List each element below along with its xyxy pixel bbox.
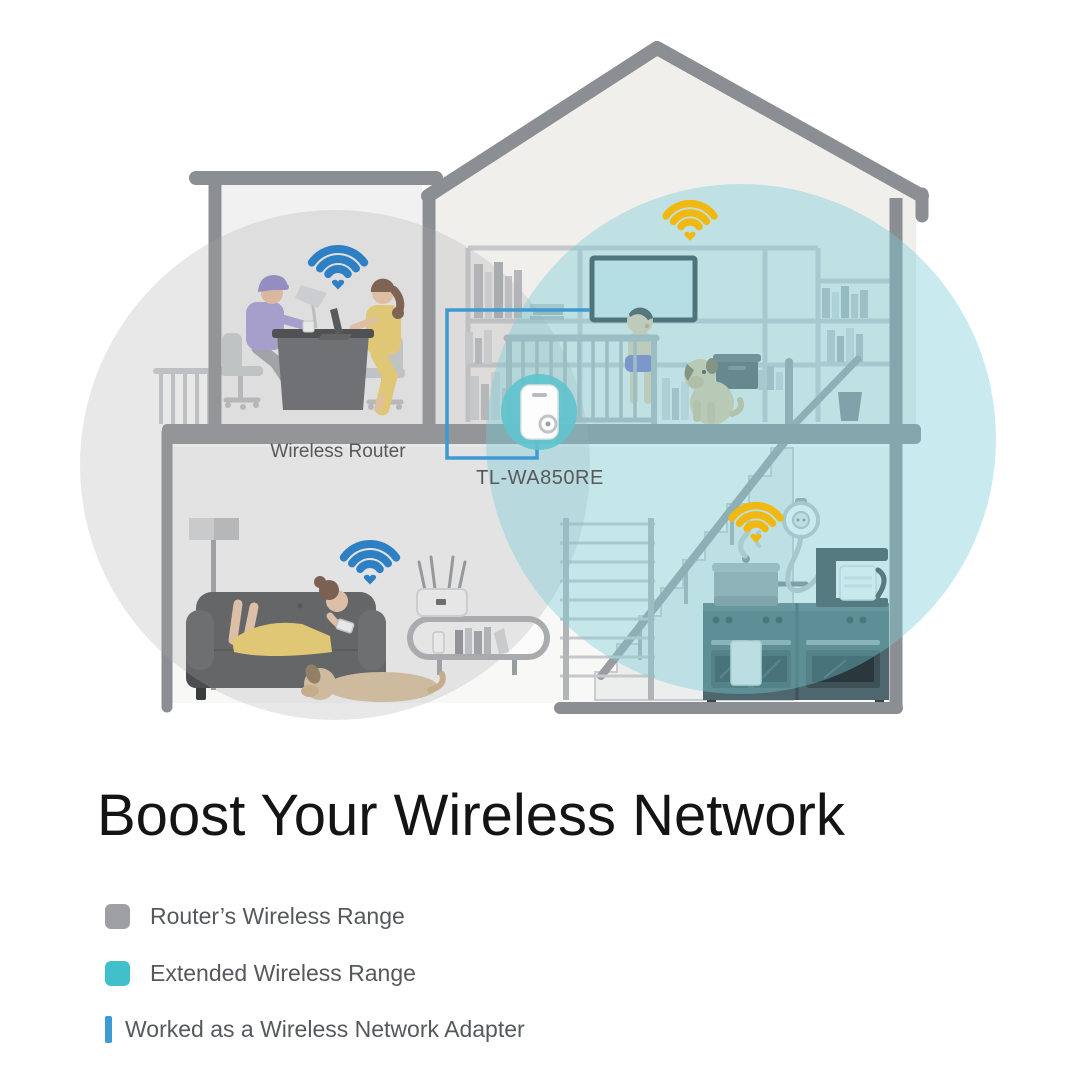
legend-row-extended-range: Extended Wireless Range [105, 958, 416, 988]
house-illustration: Wireless Router TL-WA850RE [80, 41, 996, 720]
router-range-swatch [105, 903, 130, 929]
legend-label: Extended Wireless Range [150, 959, 416, 986]
network-adapter-line [445, 308, 590, 460]
coffee-mug [302, 320, 315, 333]
toy-box [713, 354, 761, 389]
wireless-router-label: Wireless Router [270, 441, 406, 462]
study-room [220, 275, 405, 416]
network-adapter-swatch [105, 1015, 112, 1043]
cooking-pot [712, 555, 809, 606]
tv-stand [407, 616, 550, 675]
dog-sitting [684, 358, 744, 425]
living-room [186, 518, 550, 702]
laptop [318, 308, 352, 340]
desk [272, 329, 374, 410]
office-chair-left [220, 333, 263, 410]
stair-fence [560, 518, 655, 700]
gable-roof [421, 41, 929, 203]
wireless-router-device [416, 555, 468, 617]
legend-label: Worked as a Wireless Network Adapter [125, 1015, 525, 1042]
towel [730, 640, 762, 686]
books [465, 262, 868, 420]
coffee-maker [816, 548, 888, 607]
extended-range-swatch [105, 960, 130, 986]
legend-label: Router’s Wireless Range [150, 902, 405, 929]
router-range-circle [80, 210, 590, 720]
legend-row-router-range: Router’s Wireless Range [105, 901, 405, 931]
waste-bin [838, 392, 862, 421]
woman-at-desk [349, 278, 405, 416]
steam [738, 513, 752, 559]
tp-link-logo [532, 393, 547, 397]
dog-sleeping [301, 664, 446, 702]
extended-range-circle [486, 184, 996, 694]
legend-row-network-adapter: Worked as a Wireless Network Adapter [105, 1014, 525, 1044]
plug-cord [785, 534, 823, 594]
desk-lamp [295, 285, 327, 329]
range-extender [501, 374, 577, 450]
woman-on-couch [228, 576, 355, 656]
house-scene [80, 41, 996, 720]
smartphone [335, 618, 355, 634]
page-title: Boost Your Wireless Network [97, 783, 845, 848]
extender-model-label: TL-WA850RE [476, 467, 604, 489]
